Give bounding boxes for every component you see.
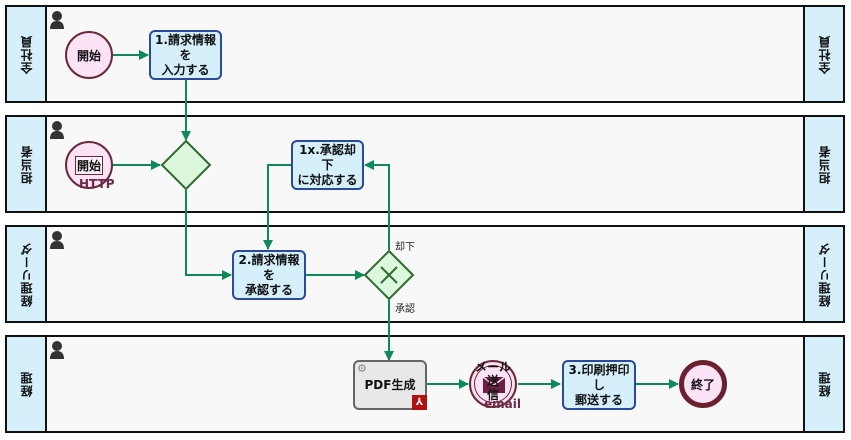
event-trigger-label: HTTP: [79, 177, 115, 191]
lane-title: 経理: [19, 371, 34, 397]
event-trigger-label: email: [484, 397, 521, 411]
flow-label-approve: 承認: [395, 304, 415, 315]
lane-header-left: 担当者: [7, 117, 47, 211]
lane-accounting-leader: 経理リーダ 経理リーダ: [5, 225, 845, 323]
person-icon: [50, 11, 64, 29]
task-generate-pdf[interactable]: ⚙ PDF生成 ⅄: [353, 360, 427, 410]
lane-title: 経理リーダ: [19, 241, 34, 307]
lane-title: 担当者: [19, 144, 34, 184]
lane-title: 担当者: [817, 144, 832, 184]
lane-person-in-charge: 担当者 担当者: [5, 115, 845, 213]
pdf-icon: ⅄: [412, 395, 427, 410]
task-label: 2.請求情報を 承認する: [238, 252, 300, 297]
event-label: 開始: [76, 48, 101, 63]
lane-title: 経理: [817, 371, 832, 397]
person-icon: [50, 121, 64, 139]
task-label: 3.印刷押印し 郵送する: [568, 362, 630, 407]
lane-header-left: 経理: [7, 337, 47, 431]
lane-title: 全社員: [19, 34, 34, 74]
lane-title: 全社員: [817, 34, 832, 74]
flow-label-reject: 却下: [395, 242, 415, 253]
task-print-and-mail[interactable]: 3.印刷押印し 郵送する: [562, 360, 636, 410]
lane-header-right: 経理: [803, 337, 843, 431]
event-label: メール送 信: [474, 360, 511, 402]
person-icon: [50, 341, 64, 359]
task-label: 1.請求情報を 入力する: [155, 32, 216, 77]
task-label: 1x.承認却下 に対応する: [297, 142, 358, 187]
task-input-invoice[interactable]: 1.請求情報を 入力する: [149, 30, 222, 80]
lane-header-left: 経理リーダ: [7, 227, 47, 321]
task-label: PDF生成: [364, 377, 416, 392]
start-event-http[interactable]: 開始: [65, 141, 113, 189]
lane-header-left: 全社員: [7, 7, 47, 101]
task-handle-rejection[interactable]: 1x.承認却下 に対応する: [291, 140, 364, 190]
lane-title: 経理リーダ: [817, 241, 832, 307]
mail-intermediate-event[interactable]: メール送 信: [469, 360, 517, 408]
lane-header-right: 経理リーダ: [803, 227, 843, 321]
lane-header-right: 担当者: [803, 117, 843, 211]
end-event[interactable]: 終了: [679, 360, 727, 408]
task-approve-invoice[interactable]: 2.請求情報を 承認する: [232, 250, 306, 300]
lane-header-right: 全社員: [803, 7, 843, 101]
event-label: 開始: [74, 155, 103, 175]
start-event-1[interactable]: 開始: [65, 31, 113, 79]
envelope-icon: [483, 377, 505, 393]
person-icon: [50, 231, 64, 249]
lane-all-employees: 全社員 全社員: [5, 5, 845, 103]
event-label: 終了: [690, 377, 715, 392]
gear-icon: ⚙: [357, 362, 367, 375]
